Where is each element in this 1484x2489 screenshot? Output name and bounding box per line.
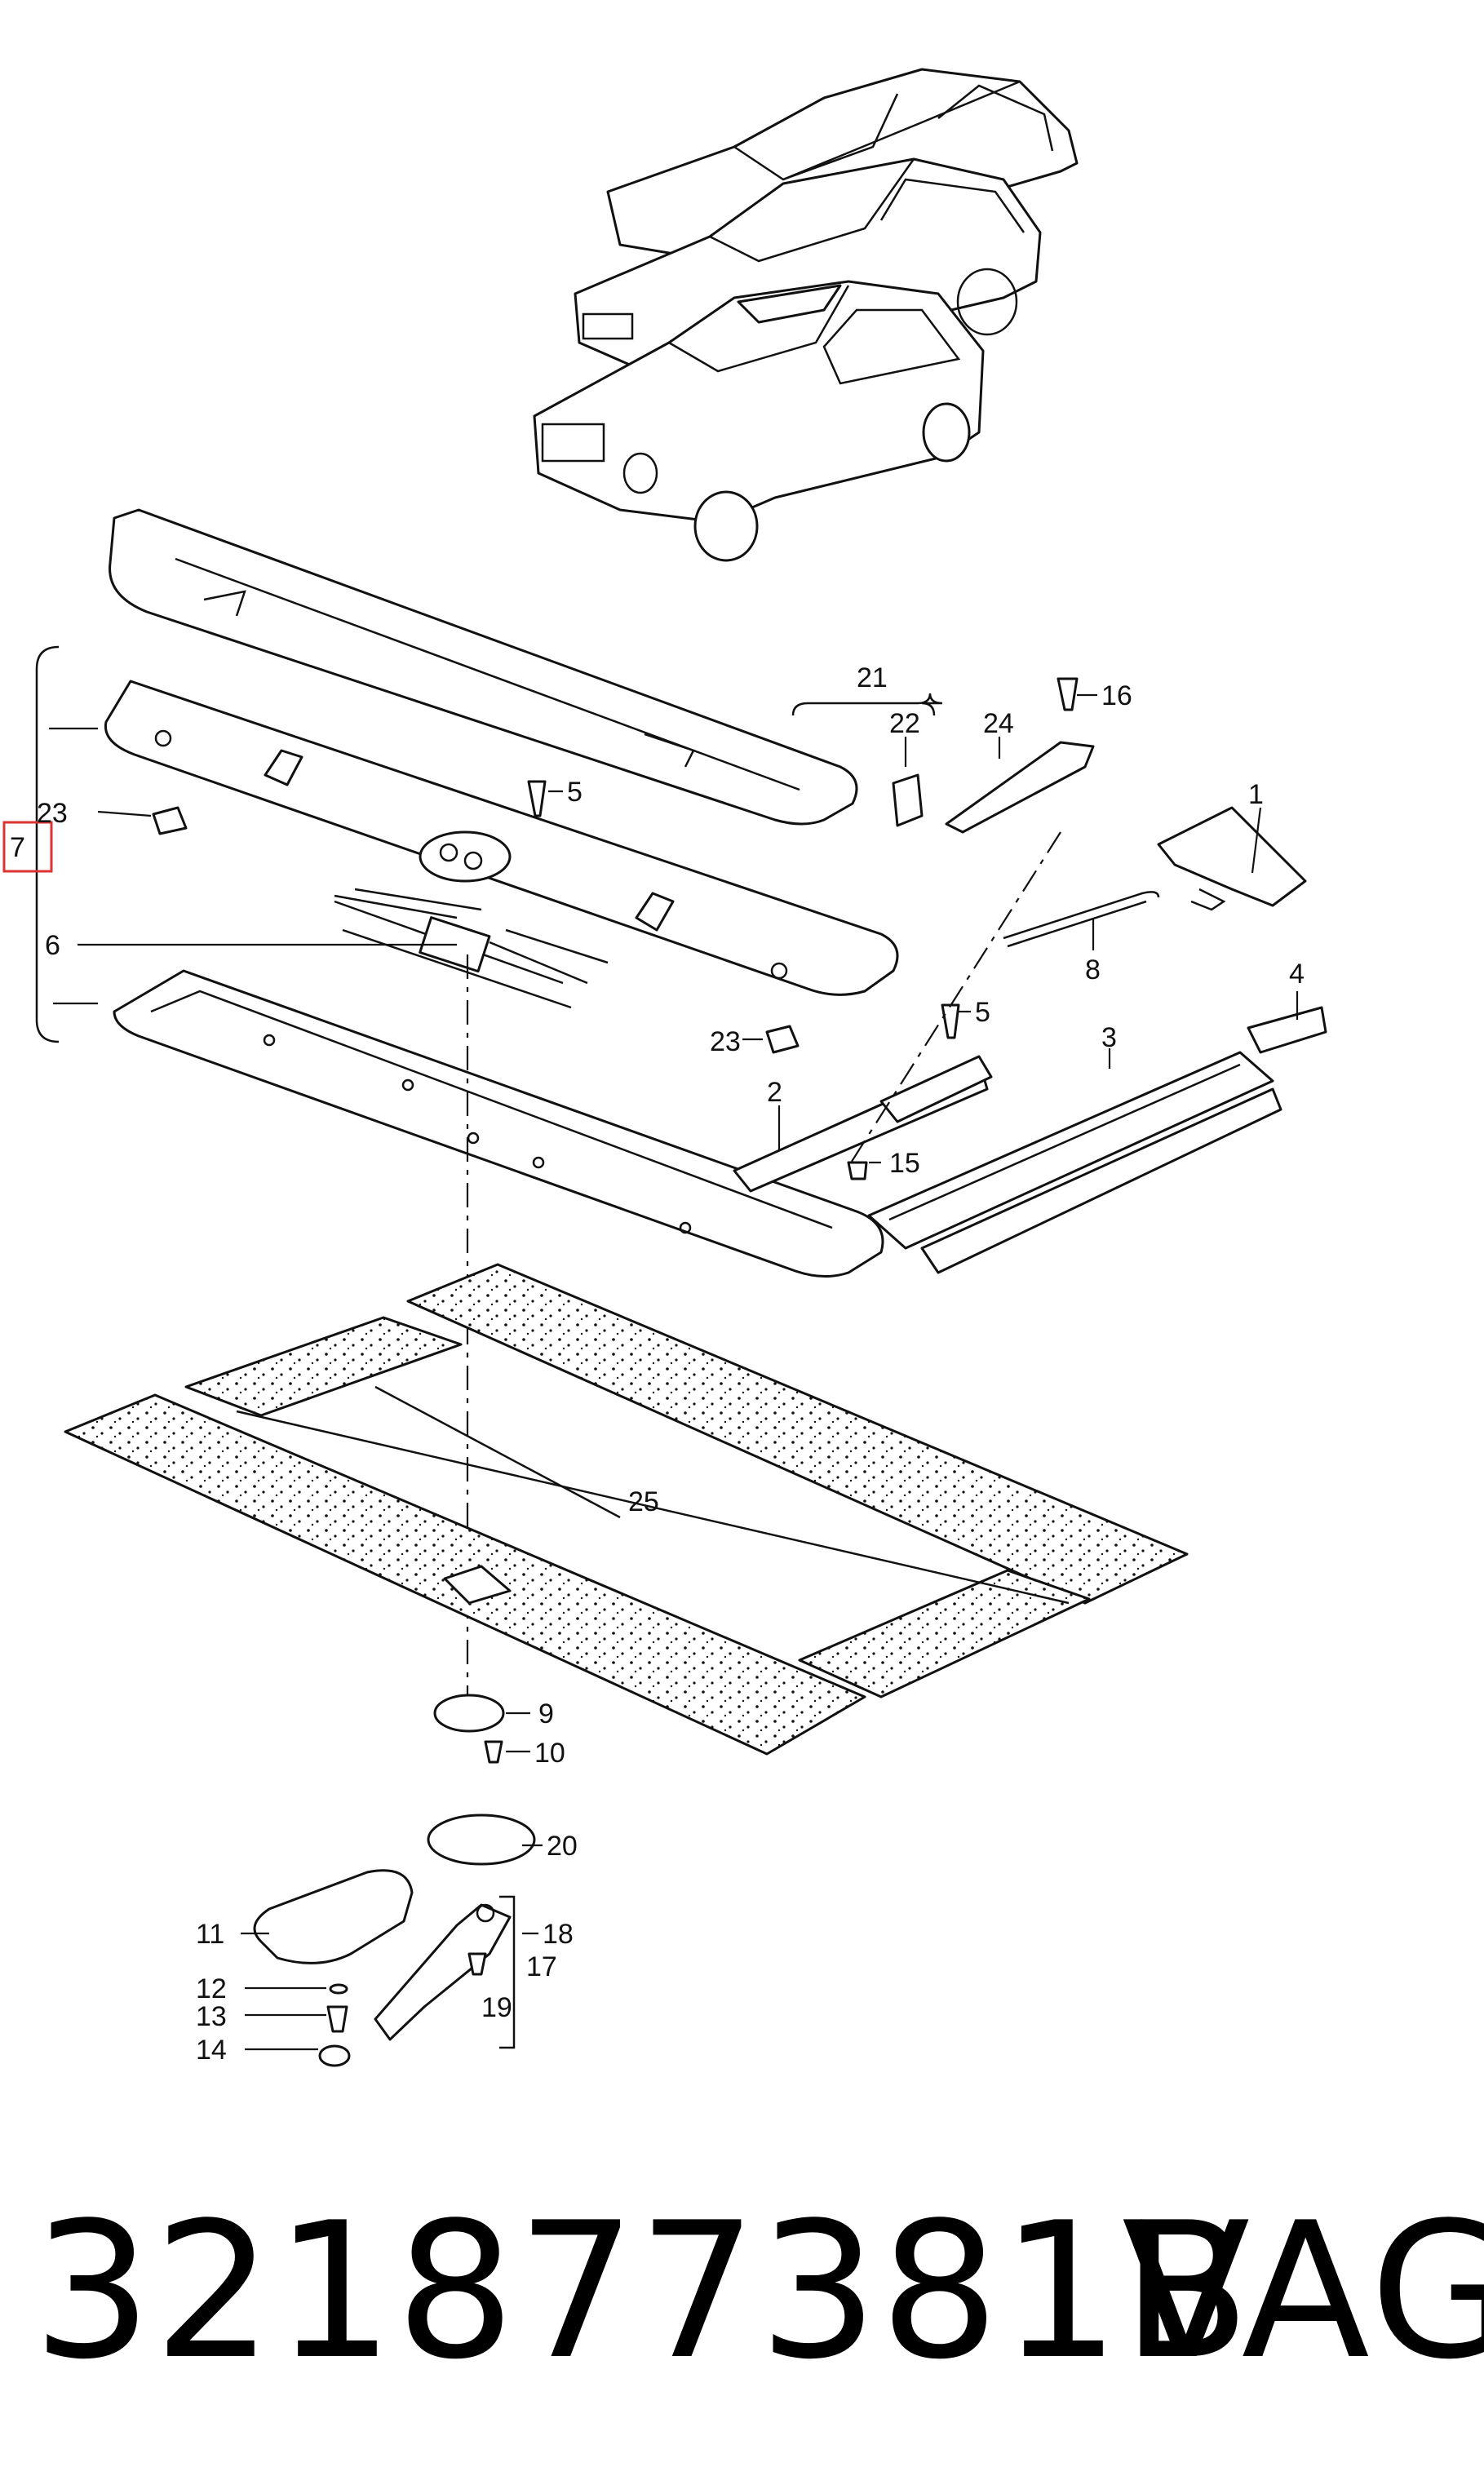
callout-4: 4 [1289, 959, 1305, 990]
callout-5-upper: 5 [567, 777, 583, 808]
rail-link-line [848, 831, 1061, 1167]
callout-22: 22 [889, 708, 920, 739]
callout-8: 8 [1085, 954, 1101, 985]
cap-14 [318, 2044, 351, 2067]
assembly-bracket [2, 645, 98, 1043]
exploded-parts-diagram: 1 2 3 4 5 5 6 7 8 9 10 11 12 13 14 15 16… [2, 68, 1327, 2067]
grommet-9 [433, 1694, 505, 1733]
callout-24: 24 [983, 708, 1014, 739]
callout-23-lower: 23 [710, 1026, 741, 1057]
callout-17: 17 [526, 1951, 557, 1982]
top-cover-panel [109, 508, 858, 826]
callout-3: 3 [1101, 1022, 1117, 1053]
spring-set [334, 888, 609, 985]
callout-10: 10 [534, 1738, 565, 1769]
callout-14: 14 [196, 2035, 227, 2066]
bracket-17-18-19 [499, 1895, 516, 2049]
screw-10 [484, 1740, 503, 1764]
callout-9: 9 [538, 1698, 554, 1729]
footer: 321877381B VAG [0, 2170, 1484, 2447]
nut-23-upper [152, 806, 188, 835]
callout-18: 18 [543, 1919, 574, 1950]
rod-part-8 [1003, 891, 1160, 948]
nut-15 [847, 1161, 868, 1180]
handle-cover-11 [253, 1869, 414, 1964]
nut-23-lower [765, 1025, 800, 1054]
washer-12 [329, 1983, 348, 1995]
callout-labels: 1 2 3 4 5 5 6 7 8 9 10 11 12 13 14 15 16… [10, 662, 1305, 2066]
crank-handle-17 [374, 1903, 512, 2041]
callout-21: 21 [857, 662, 888, 693]
screw-16 [1057, 677, 1079, 711]
lower-frame-seal [113, 969, 884, 1278]
brand-label: VAG [1122, 2183, 1484, 2401]
callout-2: 2 [767, 1077, 782, 1108]
pin-part-4 [1247, 1006, 1327, 1054]
callout-7-highlight [2, 821, 53, 873]
callout-7: 7 [10, 832, 25, 863]
screw-13 [326, 2005, 348, 2033]
callout-6: 6 [45, 930, 60, 961]
leader-lines [78, 693, 1299, 2051]
callout-11: 11 [196, 1919, 224, 1950]
callout-15: 15 [889, 1148, 920, 1179]
callout-5-lower: 5 [975, 997, 990, 1028]
sunroof-frame-middle [104, 680, 899, 1009]
callout-12: 12 [196, 1973, 227, 2004]
clip-part-22 [892, 773, 924, 827]
screw-5-lower [941, 1003, 960, 1039]
callout-20: 20 [547, 1831, 578, 1862]
callout-1: 1 [1248, 779, 1264, 810]
screw-5-upper [527, 780, 547, 817]
foam-headliner-25 [64, 1263, 1189, 1756]
rail-bracket-2 [733, 1055, 993, 1193]
callout-19: 19 [481, 1992, 512, 2023]
lever-part-24 [945, 741, 1095, 834]
callout-25: 25 [628, 1486, 659, 1517]
hinge-part-1 [1157, 806, 1307, 911]
callout-16: 16 [1101, 680, 1132, 711]
screw-18 [467, 1952, 487, 1976]
grommet-20 [427, 1814, 536, 1866]
callout-23-upper: 23 [37, 798, 68, 829]
guide-rail-assembly [867, 1051, 1282, 1274]
car-polo-illustration [533, 280, 985, 562]
callout-13: 13 [196, 2001, 227, 2032]
part-number: 321877381B [33, 2183, 1252, 2401]
